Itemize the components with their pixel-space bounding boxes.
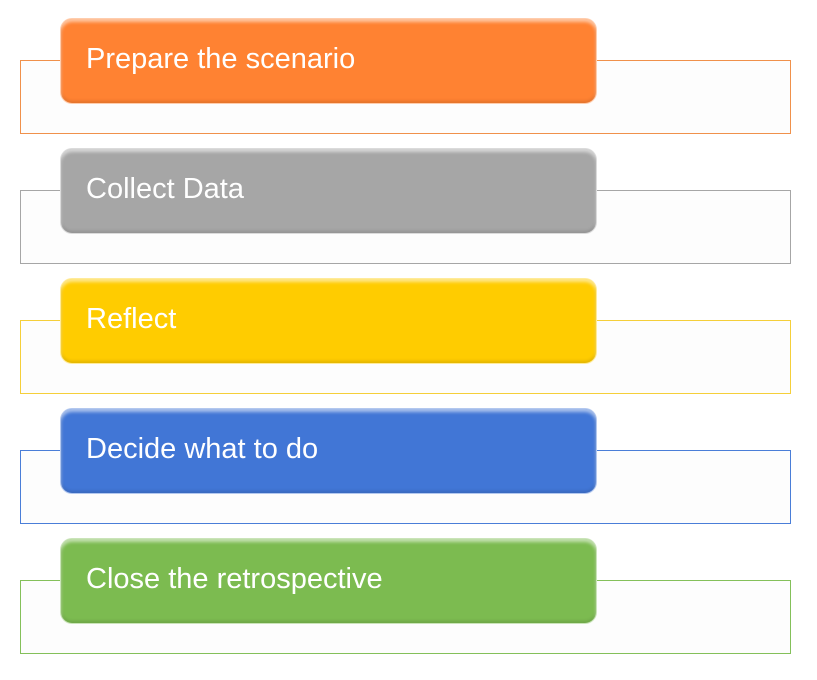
step-label: Prepare the scenario — [86, 43, 356, 75]
step-2: Collect Data — [0, 148, 817, 278]
step-1: Prepare the scenario — [0, 18, 817, 148]
step-label-pill: Collect Data — [60, 148, 597, 234]
step-label: Collect Data — [86, 173, 244, 205]
step-label: Close the retrospective — [86, 563, 383, 595]
step-label: Reflect — [86, 303, 177, 335]
step-label-pill: Decide what to do — [60, 408, 597, 494]
step-label-pill: Prepare the scenario — [60, 18, 597, 104]
step-3: Reflect — [0, 278, 817, 408]
step-4: Decide what to do — [0, 408, 817, 538]
step-label: Decide what to do — [86, 433, 319, 465]
step-label-pill: Close the retrospective — [60, 538, 597, 624]
step-label-pill: Reflect — [60, 278, 597, 364]
step-5: Close the retrospective — [0, 538, 817, 668]
